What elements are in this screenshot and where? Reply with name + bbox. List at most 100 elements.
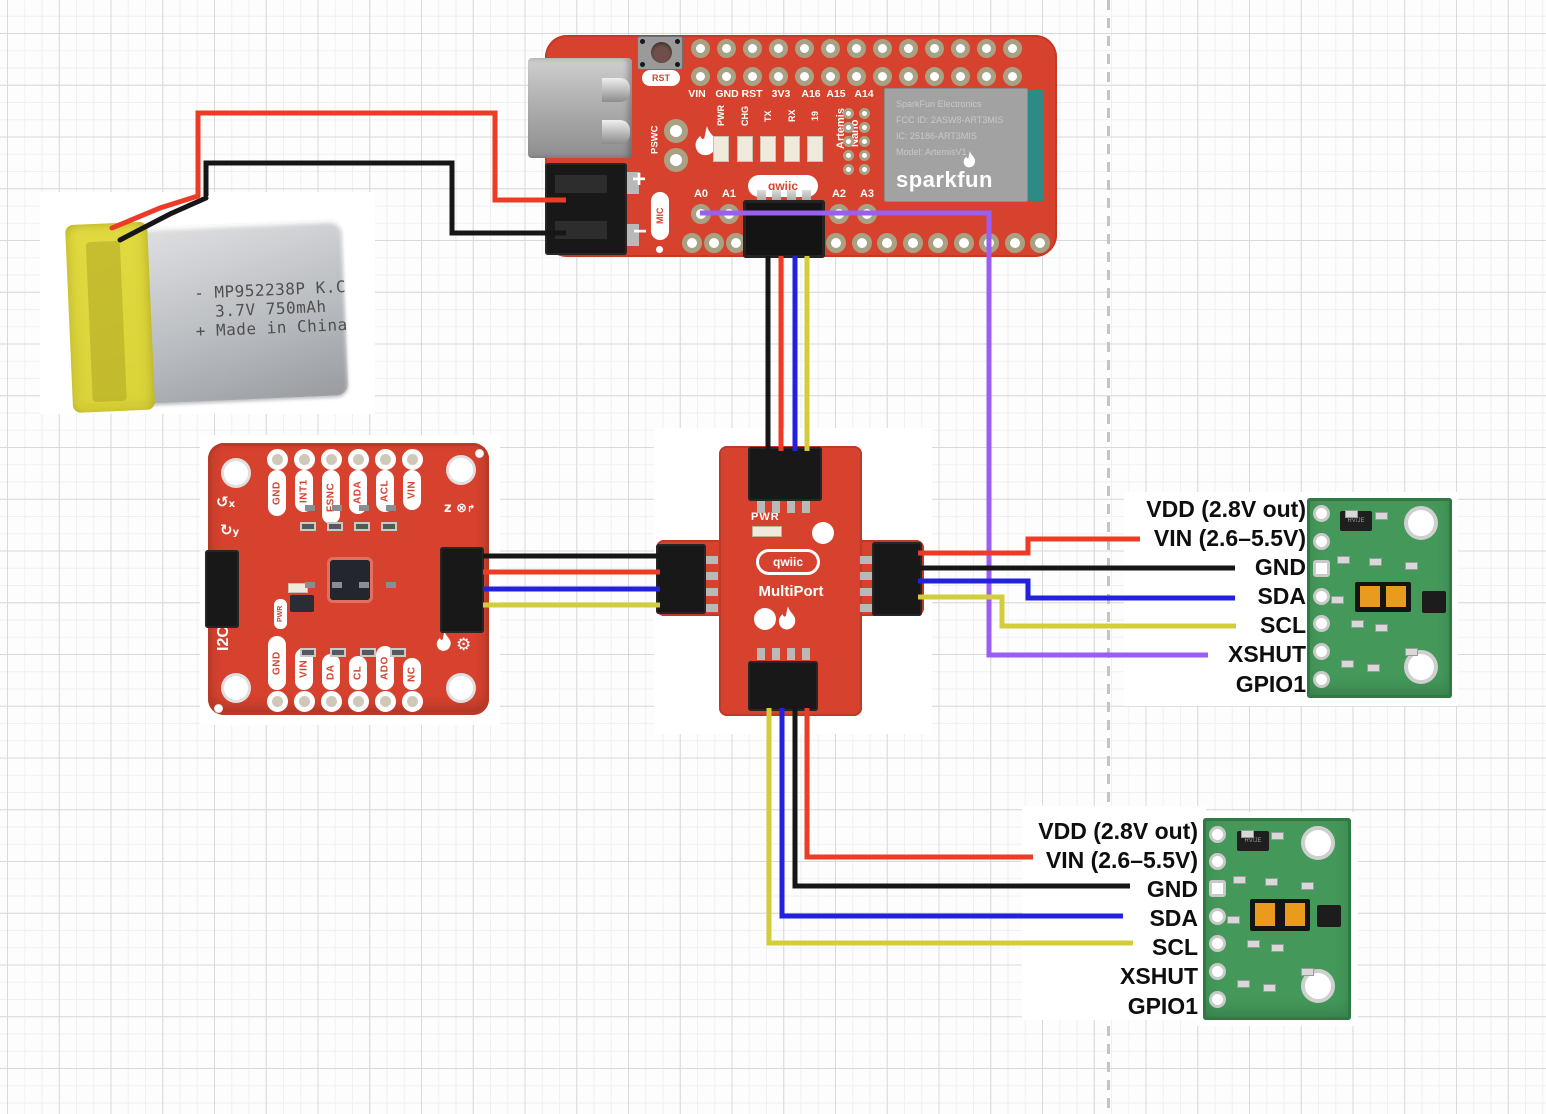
imu-flame-icon — [436, 631, 453, 653]
castellation-hole — [842, 135, 854, 147]
status-led — [760, 136, 776, 162]
imu-pin-label: NC — [403, 658, 421, 690]
passive-component — [1241, 830, 1254, 838]
fiducial-dot — [474, 448, 484, 458]
artemis-pin-label: VIN — [688, 88, 706, 100]
pinout-label: XSHUT — [1228, 641, 1306, 668]
pinout-label: GND — [1146, 876, 1198, 903]
castellation-hole — [842, 163, 854, 175]
mounting-hole — [446, 673, 476, 703]
sparkfun-flame-icon — [694, 126, 720, 158]
imu-chip — [330, 560, 370, 600]
through-hole — [1208, 852, 1226, 870]
header-hole — [704, 233, 724, 253]
reset-button-pin — [640, 39, 645, 44]
passive-component — [1331, 596, 1344, 604]
qwiic-connector-pin — [860, 556, 872, 564]
reset-button-pin — [640, 62, 645, 67]
header-hole — [902, 233, 923, 253]
header-hole — [742, 38, 762, 58]
imu-pin-label: DA — [322, 654, 340, 690]
header-hole — [924, 38, 944, 58]
passive-component — [1301, 882, 1314, 890]
passive-component — [1271, 944, 1284, 952]
header-hole — [768, 66, 788, 86]
qwiic-connector-pin — [802, 648, 810, 660]
qwiic-connector-pin — [706, 572, 718, 580]
through-hole — [1312, 559, 1330, 577]
battery-label: - MP952238P K.C 3.7V 750mAh + Made in Ch… — [164, 276, 378, 342]
castellation-hole — [858, 163, 870, 175]
through-hole — [1312, 670, 1330, 688]
multiport-cutout — [812, 522, 834, 544]
header-hole — [950, 66, 970, 86]
passive-component — [1375, 624, 1388, 632]
module-text-line: IC: 25186-ART3MIS — [896, 131, 977, 141]
qwiic-connector-pin — [860, 572, 872, 580]
analog-pin-label: A1 — [721, 188, 737, 200]
pinout-label: VDD (2.8V out) — [1146, 496, 1306, 522]
qwiic-connector-pin — [802, 190, 811, 206]
analog-pad — [719, 204, 739, 224]
castellation-hole — [842, 107, 854, 119]
imu-pin-label: GND — [268, 636, 286, 690]
imu-pin-label: FSNC — [322, 470, 340, 524]
imu-left-qwiic-connector — [205, 550, 239, 628]
passive-component — [1227, 916, 1240, 924]
header-hole — [872, 38, 892, 58]
passive-component — [354, 522, 370, 531]
pinout-label: XSHUT — [1120, 963, 1198, 990]
through-hole — [1312, 504, 1330, 522]
passive-component — [1271, 832, 1284, 840]
mounting-hole — [1404, 506, 1438, 540]
passive-component — [332, 582, 342, 588]
passive-component — [1345, 510, 1358, 518]
imu-pad — [401, 690, 423, 712]
header-hole — [1002, 66, 1022, 86]
passive-component — [1265, 878, 1278, 886]
sparkfun-logo-flame-icon — [963, 151, 977, 169]
status-led — [807, 136, 823, 162]
imu-small-chip — [290, 595, 314, 612]
through-hole — [1208, 879, 1226, 897]
rst-silkscreen-label: RST — [642, 70, 680, 86]
header-hole — [976, 38, 996, 58]
qwiic-connector-pin — [787, 648, 795, 660]
passive-component — [305, 582, 315, 588]
header-hole — [820, 66, 840, 86]
header-hole — [846, 66, 866, 86]
fiducial-dot — [213, 703, 223, 713]
mic-label: MIC — [651, 192, 669, 240]
reset-button — [637, 36, 683, 70]
mounting-hole — [1301, 826, 1335, 860]
sensor-aperture — [1285, 903, 1305, 926]
ic-chip — [1317, 905, 1341, 927]
imu-led — [288, 583, 308, 593]
battery-tape-detail — [85, 240, 127, 403]
artemis-pin-label: A16 — [801, 88, 821, 100]
qwiic-connector-pin — [802, 501, 810, 513]
passive-component — [1263, 984, 1276, 992]
header-hole — [690, 38, 710, 58]
lipo-battery: - MP952238P K.C 3.7V 750mAh + Made in Ch… — [40, 192, 375, 414]
qwiic-logo-oval: qwiic — [756, 549, 820, 575]
header-hole — [898, 38, 918, 58]
through-hole — [1208, 934, 1226, 952]
sensor-aperture — [1255, 903, 1275, 926]
header-hole — [826, 233, 846, 253]
passive-component — [386, 505, 396, 511]
castellation-hole — [858, 135, 870, 147]
passive-component — [305, 505, 315, 511]
passive-component — [1375, 512, 1388, 520]
header-hole — [1002, 38, 1022, 58]
sensor-aperture — [1386, 586, 1406, 607]
qwiic-connector-pin — [757, 501, 765, 513]
passive-component — [390, 648, 406, 657]
header-hole — [794, 38, 814, 58]
artemis-pin-label: A15 — [826, 88, 846, 100]
imu-pad — [320, 690, 342, 712]
mounting-hole — [446, 455, 476, 485]
